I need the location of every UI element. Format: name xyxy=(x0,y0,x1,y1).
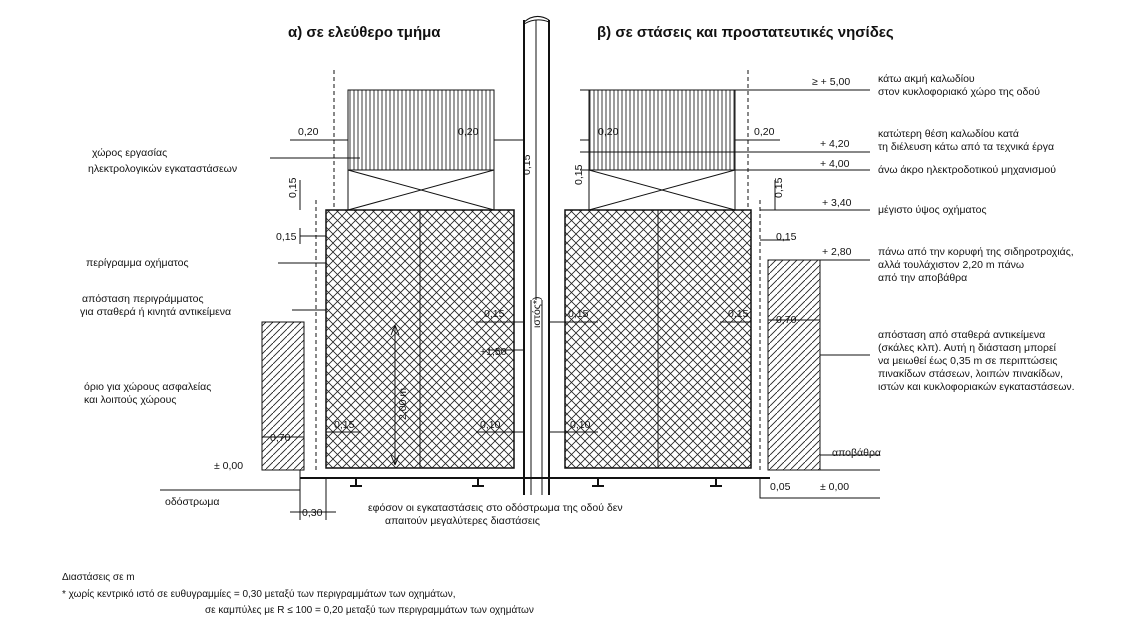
dim-005: 0,05 xyxy=(770,481,791,493)
rails xyxy=(350,478,722,487)
dim-020-right-a: 0,20 xyxy=(598,126,619,138)
level-zero-left: ± 0,00 xyxy=(214,460,243,472)
label-r280-3: από την αποβάθρα xyxy=(878,272,967,284)
label-roadway: οδόστρωμα xyxy=(165,496,219,508)
label-safety-limit-1: όριο για χώρους ασφαλείας xyxy=(84,381,211,393)
label-work-space-2: ηλεκτρολογικών εγκαταστάσεων xyxy=(88,163,237,175)
label-r280-2: αλλά τουλάχιστον 2,20 m πάνω xyxy=(878,259,1024,271)
dim-015-left-vert: 0,15 xyxy=(287,177,299,198)
label-fixed-5: ιστών και κυκλοφοριακών εγκαταστάσεων. xyxy=(878,381,1075,393)
dim-020-right-b: 0,20 xyxy=(754,126,775,138)
level-420: + 4,20 xyxy=(820,138,850,150)
dim-015-outline-right: 0,15 xyxy=(728,308,749,320)
label-vehicle-outline: περίγραμμα οχήματος xyxy=(86,257,189,269)
central-mast: ιστός*) xyxy=(523,16,550,495)
label-outline-distance-2: για σταθερά ή κινητά αντικείμενα xyxy=(80,306,231,318)
dim-010-right: 0,10 xyxy=(570,419,591,431)
dim-070-left: 0,70 xyxy=(270,432,291,444)
dim-015-right-horz: 0,15 xyxy=(776,231,797,243)
dim-015-right-vert: 0,15 xyxy=(773,177,785,198)
level-280: + 2,80 xyxy=(822,246,852,258)
label-r340: μέγιστο ύψος οχήματος xyxy=(878,204,987,216)
label-fixed-1: απόσταση από σταθερά αντικείμενα xyxy=(878,329,1045,341)
footer-units: Διαστάσεις σε m xyxy=(62,571,135,583)
dim-015-bottom-left: 0,15 xyxy=(334,419,355,431)
footer-note-2: σε καμπύλες με R ≤ 100 = 0,20 μεταξύ των… xyxy=(205,604,534,616)
label-r400: άνω άκρο ηλεκτροδοτικού μηχανισμού xyxy=(878,164,1056,176)
left-vehicle-outline xyxy=(325,209,515,469)
label-work-space-1: χώρος εργασίας xyxy=(92,147,167,159)
label-fixed-2: (σκάλες κλπ). Αυτή η διάσταση μπορεί xyxy=(878,342,1057,354)
dim-010-left: 0,10 xyxy=(480,419,501,431)
label-outline-distance-1: απόσταση περιγράμματος xyxy=(82,293,204,305)
label-fixed-3: να μειωθεί έως 0,35 m σε περιπτώσεις xyxy=(878,355,1057,367)
level-400: + 4,00 xyxy=(820,158,850,170)
label-safety-limit-2: και λοιπούς χώρους xyxy=(84,394,176,406)
dim-200: 2,00 m xyxy=(397,388,409,420)
level-150: +1,50 xyxy=(480,346,507,358)
dim-015-center-right: 0,15 xyxy=(568,308,589,320)
label-platform: αποβάθρα xyxy=(832,447,881,459)
right-vehicle-outline xyxy=(564,209,752,469)
dim-015-center-left: 0,15 xyxy=(484,308,505,320)
dim-030: 0,30 xyxy=(302,507,323,519)
left-safety-area xyxy=(261,321,305,471)
dim-015-left-horz: 0,15 xyxy=(276,231,297,243)
footer-note-1: * χωρίς κεντρικό ιστό σε ευθυγραμμίες = … xyxy=(62,588,455,600)
label-fixed-4: πινακίδων στάσεων, λοιπών πινακίδων, xyxy=(878,368,1063,380)
dim-015-mast-left: 0,15 xyxy=(521,154,533,175)
mast-label: ιστός*) xyxy=(531,297,543,328)
center-note-1: εφόσον οι εγκαταστάσεις στο οδόστρωμα τη… xyxy=(368,502,623,514)
dim-070-right: 0,70 xyxy=(776,314,797,326)
label-r420-2: τη διέλευση κάτω από τα τεχνικά έργα xyxy=(878,141,1054,153)
label-r280-1: πάνω από την κορυφή της σιδηροτροχιάς, xyxy=(878,246,1074,258)
label-r420-1: κατώτερη θέση καλωδίου κατά xyxy=(878,128,1019,140)
title-left: α) σε ελεύθερο τμήμα xyxy=(288,24,441,41)
left-overhead-block xyxy=(347,89,495,211)
right-platform-area xyxy=(767,259,821,471)
dim-020-left-a: 0,20 xyxy=(298,126,319,138)
level-340: + 3,40 xyxy=(822,197,852,209)
label-r500-2: στον κυκλοφοριακό χώρο της οδού xyxy=(878,86,1040,98)
right-overhead-block xyxy=(588,89,736,211)
dim-015-mast-right: 0,15 xyxy=(573,164,585,185)
label-r500-1: κάτω ακμή καλωδίου xyxy=(878,73,975,85)
dim-020-left-b: 0,20 xyxy=(458,126,479,138)
level-zero-right: ± 0,00 xyxy=(820,481,849,493)
title-right: β) σε στάσεις και προστατευτικές νησίδες xyxy=(597,24,894,41)
level-500: ≥ + 5,00 xyxy=(812,76,850,88)
center-note-2: απαιτούν μεγαλύτερες διαστάσεις xyxy=(385,515,540,527)
